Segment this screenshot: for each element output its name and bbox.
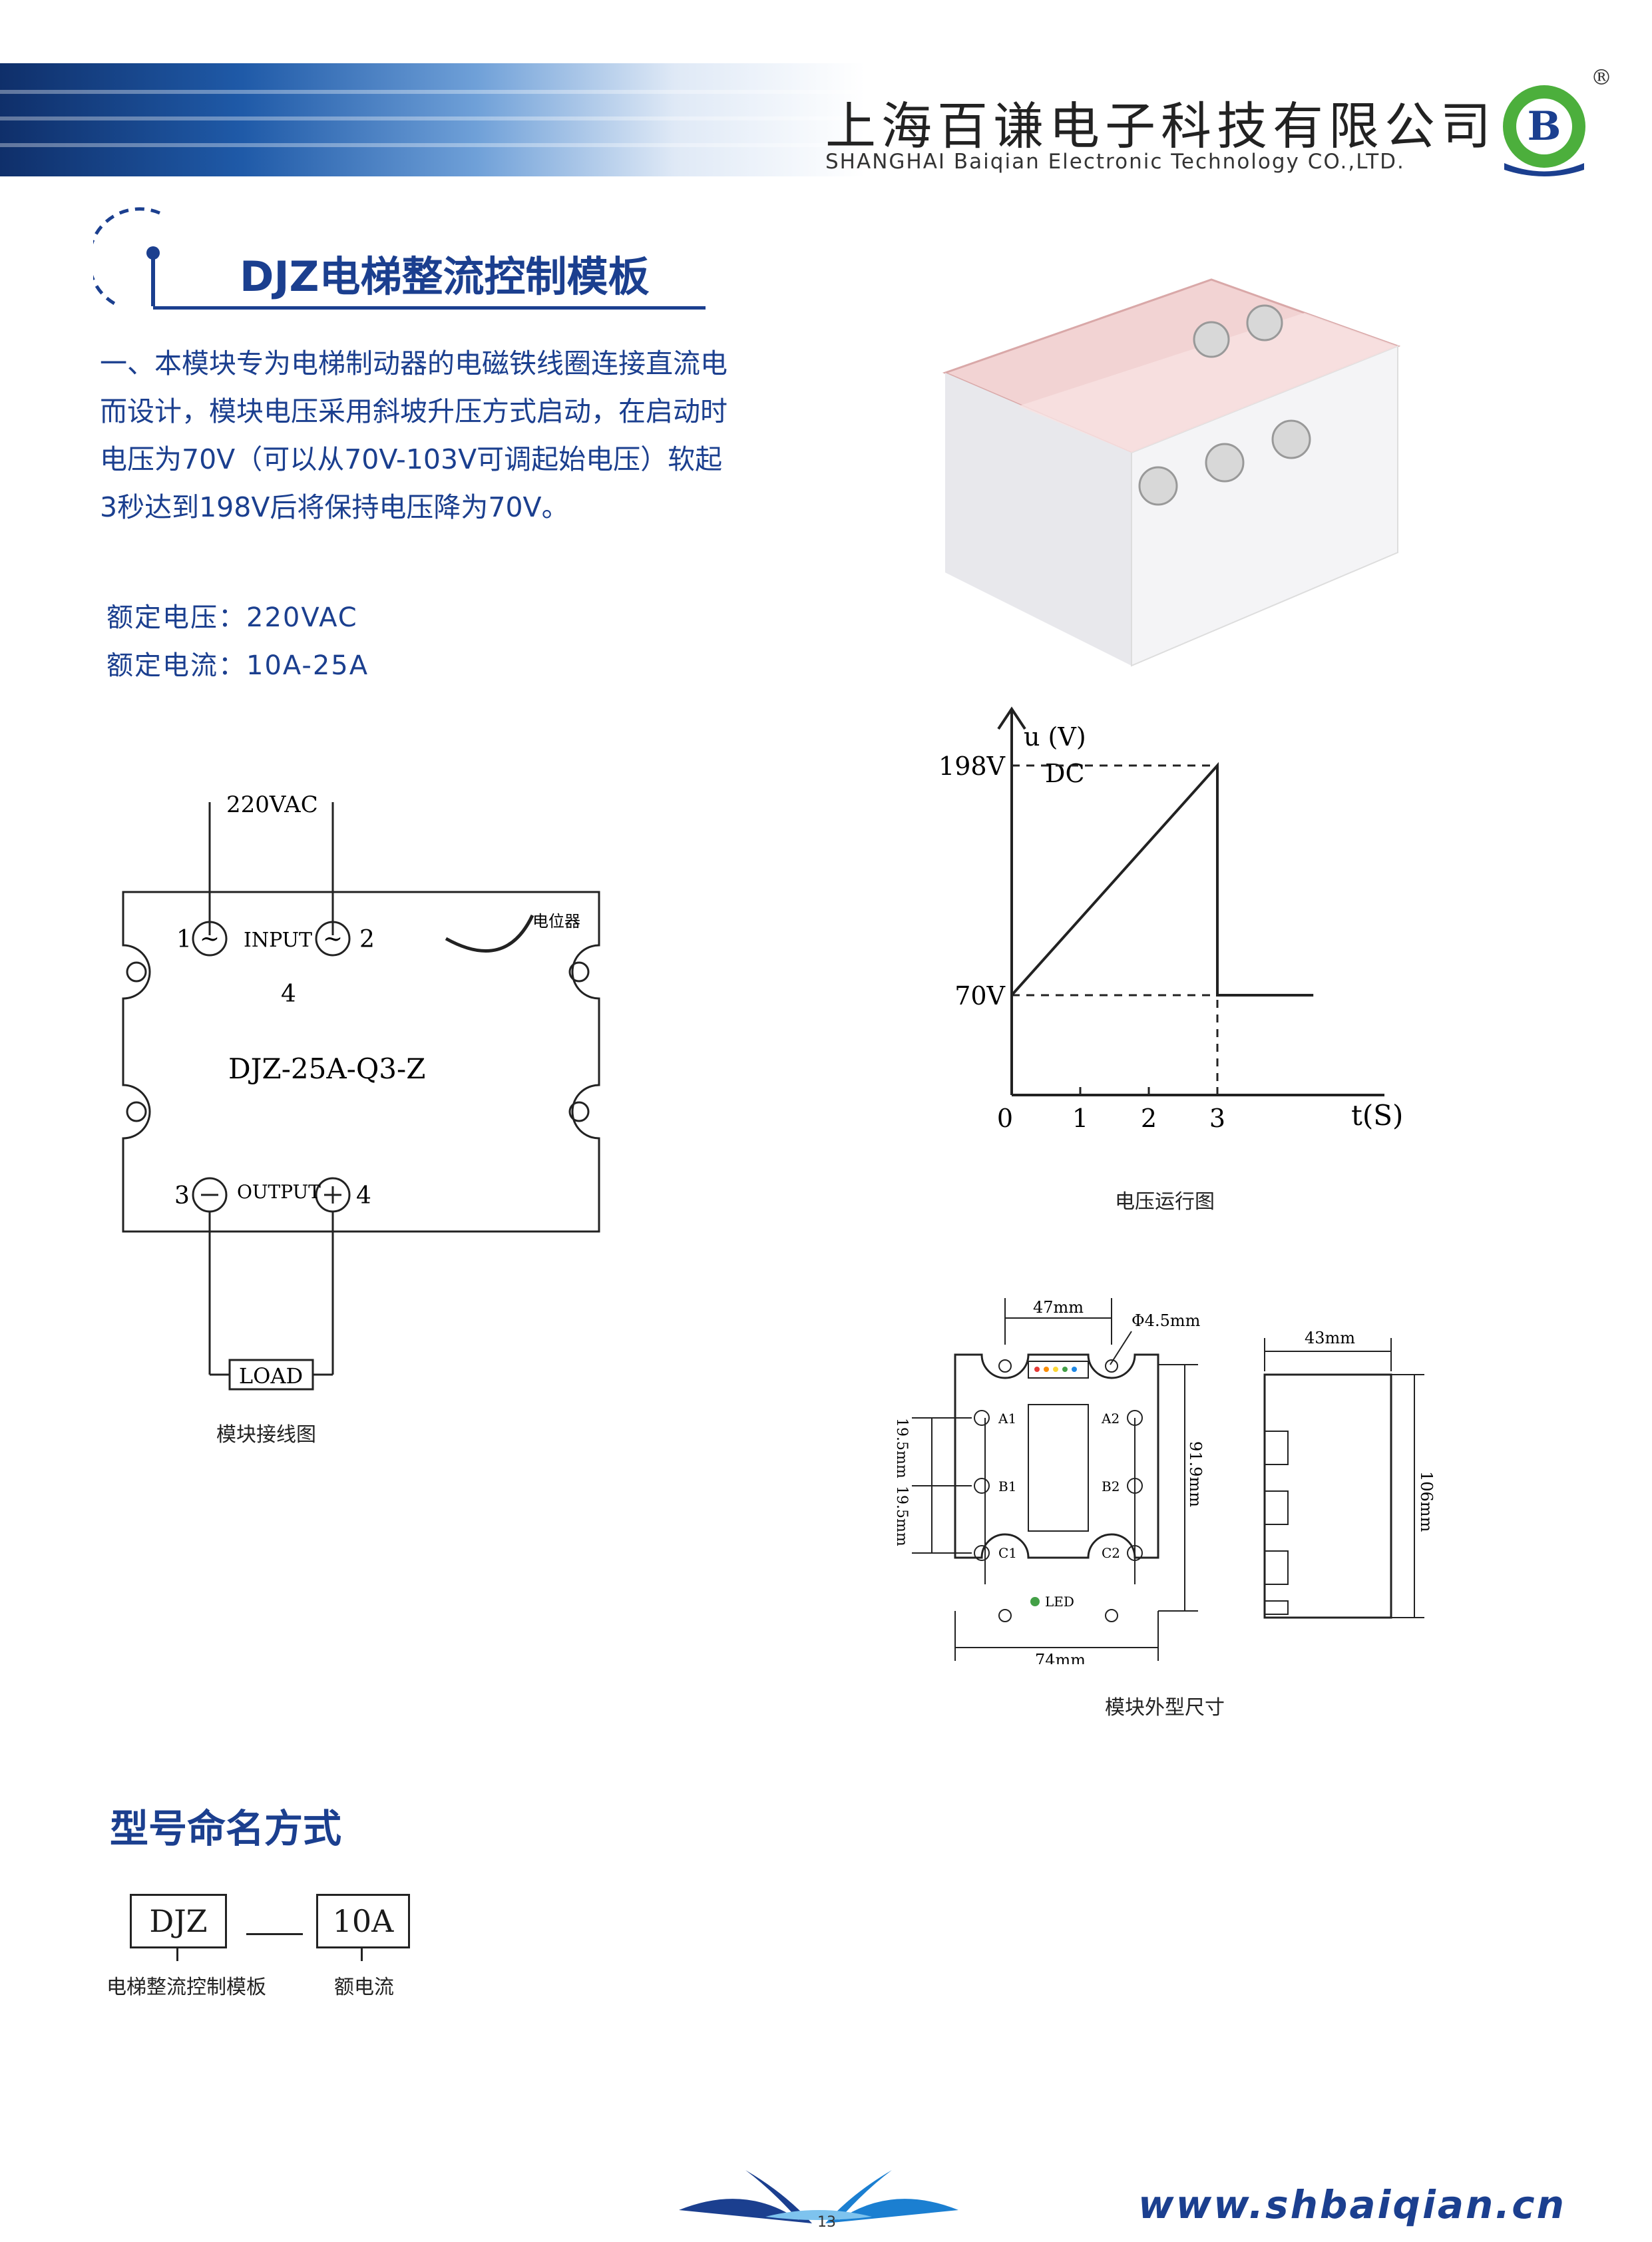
x-tick-label: 2 <box>1141 1104 1157 1133</box>
logo-letter: B <box>1528 103 1561 150</box>
voltage-chart: u (V) DC t(S) 198V 70V 0 1 2 3 <box>938 706 1403 1133</box>
module-side-view <box>1263 1373 1392 1619</box>
section-title: DJZ电梯整流控制模板 <box>240 252 650 301</box>
product-photo <box>942 278 1401 667</box>
naming-dash <box>246 1933 303 1935</box>
dimension-drawing: 47mm Φ4.5mm A1 B1 C1 A2 B2 C2 LED 19.5mm… <box>893 1298 1436 1664</box>
supply-label: 220VAC <box>226 791 318 818</box>
load-label: LOAD <box>239 1363 303 1389</box>
terminal-b1: B1 <box>998 1478 1016 1494</box>
dim-74: 74mm <box>1035 1651 1086 1664</box>
svg-text:~: ~ <box>323 925 343 953</box>
current-rating-box: 10A <box>316 1894 410 1948</box>
naming-tick-1 <box>176 1946 178 1961</box>
title-underline <box>153 306 706 310</box>
input-terminal-1 <box>192 921 228 957</box>
input-terminal-2 <box>315 921 351 957</box>
x-tick-label: 3 <box>1209 1104 1225 1133</box>
voltage-chart-caption: 电压运行图 <box>1115 1190 1215 1214</box>
model-prefix-box: DJZ <box>130 1894 227 1948</box>
website-link[interactable]: www.shbaiqian.cn <box>1138 2182 1566 2227</box>
naming-label-1: 电梯整流控制模板 <box>106 1976 266 1999</box>
pin-2: 2 <box>359 926 375 953</box>
dim-hole: Φ4.5mm <box>1132 1311 1201 1330</box>
pin-4: 4 <box>356 1182 371 1210</box>
x-axis-label: t(S) <box>1351 1099 1403 1132</box>
pot-label: 电位器 <box>532 912 580 931</box>
page-number: 13 <box>817 2214 836 2231</box>
dim-19-5-a: 19.5mm <box>893 1418 910 1478</box>
pin-3: 3 <box>174 1182 190 1210</box>
terminal-c1: C1 <box>998 1545 1017 1561</box>
intro-paragraph: 一、本模块专为电梯制动器的电磁铁线圈连接直流电而设计，模块电压采用斜坡升压方式启… <box>100 347 727 523</box>
logo-wave-icon <box>1504 163 1584 176</box>
led-label: LED <box>1045 1594 1074 1610</box>
section-title-decoration <box>93 207 160 308</box>
naming-tick-2 <box>361 1946 363 1961</box>
rated-voltage: 额定电压：220VAC <box>106 602 358 633</box>
svg-text:~: ~ <box>200 925 220 953</box>
module-top-view <box>954 1353 1159 1559</box>
led-dot-icon <box>1030 1597 1040 1606</box>
company-logo: B ® <box>1503 65 1611 176</box>
y-tick-198: 198V <box>938 752 1006 781</box>
y-axis-label: u (V) <box>1024 722 1086 752</box>
naming-title: 型号命名方式 <box>110 1806 342 1851</box>
module-outline <box>122 891 600 1233</box>
terminal-a1: A1 <box>998 1411 1016 1427</box>
terminal-c2: C2 <box>1102 1545 1120 1561</box>
wiring-caption: 模块接线图 <box>216 1423 316 1447</box>
company-name-en: SHANGHAI Baiqian Electronic Technology C… <box>825 150 1405 174</box>
registered-mark: ® <box>1591 65 1611 90</box>
rated-current: 额定电流：10A-25A <box>106 650 369 681</box>
output-label: OUTPUT <box>237 1181 321 1203</box>
x-tick-label: 0 <box>997 1104 1013 1133</box>
dim-19-5-b: 19.5mm <box>893 1486 910 1546</box>
terminal-a2: A2 <box>1101 1411 1120 1427</box>
x-tick-label: 1 <box>1072 1104 1088 1133</box>
pin-1: 1 <box>176 926 192 953</box>
wiring-diagram: 220VAC ~ ~ 1 2 INPUT 电位器 4 DJZ-25A-Q3-Z … <box>122 791 600 1391</box>
load-box <box>228 1359 314 1391</box>
potentiometer-icon <box>445 914 534 953</box>
y-axis-sub: DC <box>1045 759 1085 788</box>
logo-inner-circle <box>1516 99 1572 154</box>
dim-91-9: 91.9mm <box>1186 1441 1205 1507</box>
input-label: INPUT <box>244 929 312 952</box>
voltage-series-line <box>1010 762 1314 997</box>
center-number: 4 <box>281 981 296 1008</box>
header-banner <box>0 63 865 176</box>
y-tick-70: 70V <box>954 981 1005 1010</box>
dim-106: 106mm <box>1417 1471 1436 1532</box>
footer-wave-logo <box>679 2170 958 2223</box>
model-label: DJZ-25A-Q3-Z <box>228 1052 425 1085</box>
terminal-b2: B2 <box>1102 1478 1120 1494</box>
dimension-caption: 模块外型尺寸 <box>1105 1696 1225 1719</box>
dim-47: 47mm <box>1033 1298 1084 1317</box>
dim-43: 43mm <box>1305 1329 1355 1347</box>
company-name-cn: 上海百谦电子科技有限公司 <box>825 97 1496 156</box>
naming-label-2: 额电流 <box>334 1976 394 1999</box>
led-indicator-strip <box>1028 1361 1089 1379</box>
